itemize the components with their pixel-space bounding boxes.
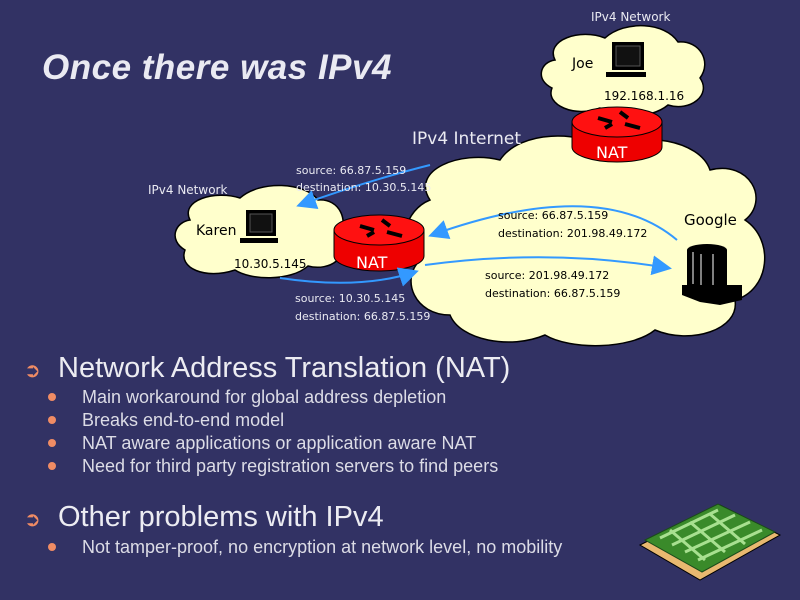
packet-arrow-to-karen — [296, 164, 431, 210]
karen-host-label: Karen — [196, 223, 236, 239]
packet-label-to-karen: source: 66.87.5.159 destination: 10.30.5… — [296, 164, 431, 194]
svg-text:source: 66.87.5.159: source: 66.87.5.159 — [296, 164, 406, 177]
bullet-icon — [48, 416, 56, 424]
karen-ip: 10.30.5.145 — [234, 257, 307, 271]
section-arrow-icon: ➲ — [24, 509, 41, 531]
packet-label-from-google: source: 66.87.5.159 destination: 201.98.… — [498, 209, 647, 240]
section-heading-nat: Network Address Translation (NAT) — [58, 352, 511, 384]
karen-computer-icon — [240, 210, 278, 243]
section-heading-other-problems: Other problems with IPv4 — [58, 501, 384, 533]
svg-text:source: 201.98.49.172: source: 201.98.49.172 — [485, 269, 609, 282]
bullet-text: Not tamper-proof, no encryption at netwo… — [82, 537, 563, 557]
bullet-text: Need for third party registration server… — [82, 456, 499, 476]
joe-computer-icon — [606, 42, 646, 77]
svg-text:source: 66.87.5.159: source: 66.87.5.159 — [498, 209, 608, 222]
svg-text:destination: 10.30.5.145: destination: 10.30.5.145 — [296, 181, 431, 194]
joe-host-label: Joe — [571, 56, 593, 72]
google-server-icon — [682, 244, 742, 305]
joe-network-label: IPv4 Network — [591, 10, 670, 24]
packet-arrow-to-google — [424, 255, 672, 276]
svg-text:destination: 66.87.5.159: destination: 66.87.5.159 — [295, 310, 430, 323]
internet-label: IPv4 Internet — [412, 129, 521, 149]
bullet-text: Breaks end-to-end model — [82, 410, 285, 430]
packet-label-from-karen: source: 10.30.5.145 destination: 66.87.5… — [295, 292, 430, 323]
joe-cloud — [540, 25, 706, 117]
svg-text:destination: 66.87.5.159: destination: 66.87.5.159 — [485, 287, 620, 300]
joe-ip: 192.168.1.16 — [604, 89, 684, 103]
karen-network-label: IPv4 Network — [148, 183, 227, 197]
packet-arrow-from-karen — [279, 267, 419, 287]
joe-nat-router-icon — [571, 106, 663, 163]
bullet-icon — [48, 393, 56, 401]
internet-cloud — [404, 135, 766, 347]
google-label: Google — [684, 211, 737, 229]
bullet-text: Main workaround for global address deple… — [82, 387, 447, 407]
slide-title: Once there was IPv4 — [42, 48, 392, 87]
joe-nat-label: NAT — [596, 143, 628, 162]
bullet-text: NAT aware applications or application aw… — [82, 433, 477, 453]
packet-label-to-google: source: 201.98.49.172 destination: 66.87… — [485, 269, 620, 300]
svg-text:source: 10.30.5.145: source: 10.30.5.145 — [295, 292, 405, 305]
packet-arrow-from-google — [428, 205, 678, 241]
svg-text:destination: 201.98.49.172: destination: 201.98.49.172 — [498, 227, 647, 240]
bullet-icon — [48, 462, 56, 470]
bullet-icon — [48, 543, 56, 551]
section-arrow-icon: ➲ — [24, 360, 41, 382]
maze-icon — [638, 503, 782, 581]
karen-nat-label: NAT — [356, 253, 388, 272]
bullet-icon — [48, 439, 56, 447]
karen-nat-router-icon — [333, 214, 425, 272]
